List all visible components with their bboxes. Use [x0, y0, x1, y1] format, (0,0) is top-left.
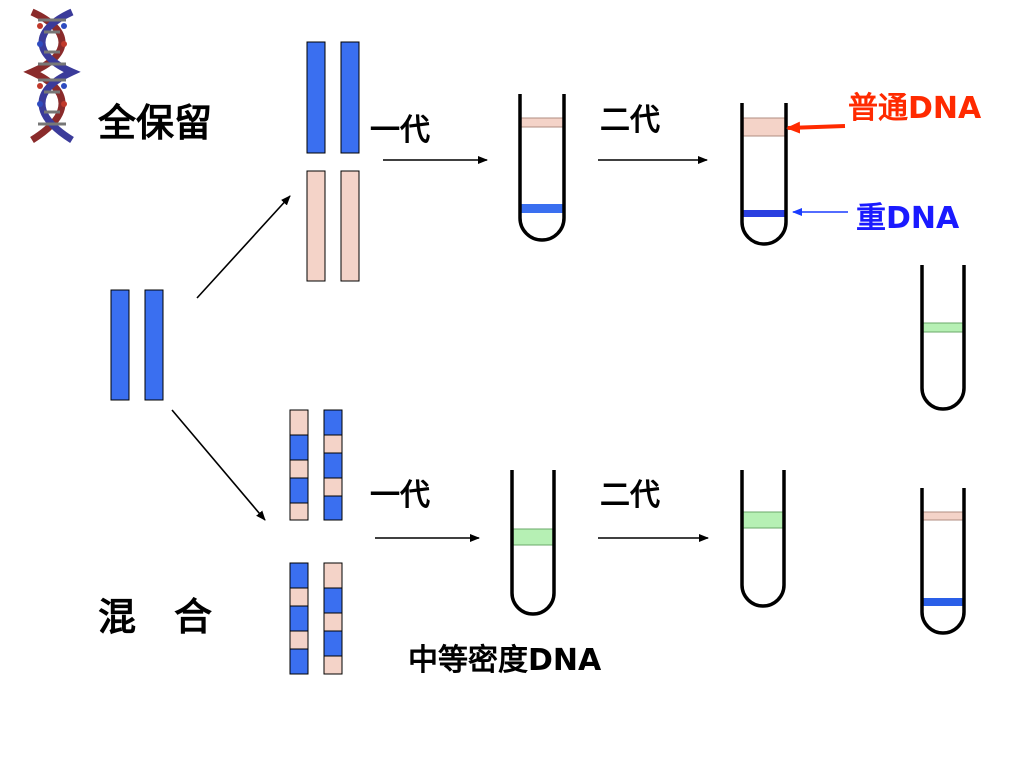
dispersive-molecule-1	[289, 409, 343, 521]
arrow-to-dispersive	[171, 409, 266, 521]
generation-2-bottom-label: 二代	[600, 478, 660, 513]
conservative-light-molecule	[306, 170, 360, 282]
parent-strand-left	[110, 289, 130, 401]
tube-conservative-gen1	[518, 94, 566, 242]
tube-dispersive-gen1	[510, 470, 556, 616]
generation-2-top-label: 二代	[600, 103, 660, 138]
parent-strand-right	[144, 289, 164, 401]
arrow-to-conservative	[196, 195, 291, 299]
normal-dna-label: 普通DNA	[848, 91, 982, 126]
tube-conservative-gen2	[740, 103, 788, 246]
dna-helix-icon	[23, 8, 81, 143]
tube-dispersive-gen2	[740, 470, 786, 608]
tube-right-light-heavy	[920, 488, 966, 635]
generation-1-top-label: 一代	[370, 113, 430, 148]
conservative-heavy-molecule	[306, 41, 360, 154]
medium-dna-label: 中等密度DNA	[408, 643, 602, 678]
generation-1-bottom-label: 一代	[370, 478, 430, 513]
dispersive-molecule-2	[289, 562, 343, 675]
tube-right-medium	[920, 265, 966, 411]
parent-dna	[110, 289, 164, 401]
dispersive-label: 混 合	[98, 595, 212, 639]
normal-dna-pointer	[786, 121, 846, 134]
conservative-label: 全保留	[97, 101, 212, 145]
heavy-dna-label: 重DNA	[856, 201, 960, 236]
